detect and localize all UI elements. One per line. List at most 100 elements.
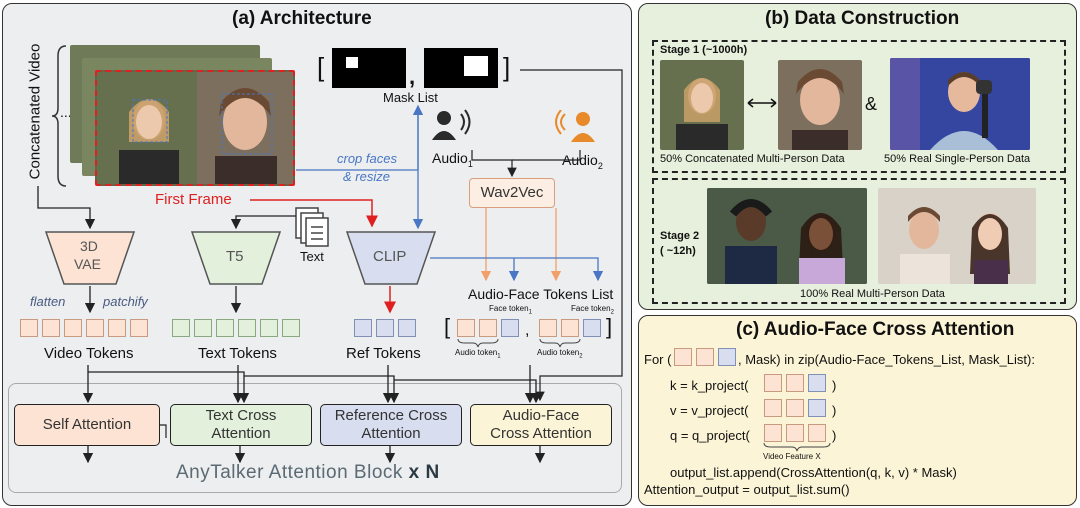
k-token [764, 374, 782, 392]
vae-label-line1: 3D [80, 238, 98, 254]
q-token [808, 424, 826, 442]
face-token-1-label: Face token1 [489, 304, 532, 316]
video-token [42, 319, 60, 337]
bidirectional-arrow-icon [747, 98, 777, 108]
t5-label: T5 [226, 248, 244, 265]
mask-2 [424, 48, 498, 88]
video-token [20, 319, 38, 337]
vae-label-line2: VAE [74, 256, 101, 272]
ref-token [376, 319, 394, 337]
ellipsis: ... [60, 104, 72, 120]
stage1-single-photo [890, 58, 1030, 150]
af-bracket-open: [ [444, 314, 451, 339]
k-project-line: k = k_project( [670, 378, 749, 393]
for-line-prefix: For ( [644, 352, 672, 367]
text-token [216, 319, 234, 337]
stage-1-box [652, 40, 1066, 173]
v-close: ) [832, 403, 837, 418]
audio-1-label: Audio1 [432, 150, 473, 169]
resize-label: & resize [343, 169, 390, 184]
ref-token [398, 319, 416, 337]
audio-token-2-label: Audio token2 [537, 348, 583, 360]
text-token [172, 319, 190, 337]
mask-comma: , [409, 64, 416, 89]
q-token [764, 424, 782, 442]
ref-token [354, 319, 372, 337]
ampersand: & [865, 94, 878, 114]
cross-attention-panel [638, 315, 1077, 506]
audio-token [561, 319, 579, 337]
mask-bracket-open: [ [317, 52, 325, 82]
document-icon [295, 207, 329, 247]
data-construction-title: (b) Data Construction [765, 8, 960, 29]
stage-2-box [652, 178, 1066, 304]
audio-face-tokens-list-label: Audio-Face Tokens List [468, 286, 614, 302]
stage1-concat-photo-1 [660, 60, 744, 150]
stage1-left-caption: 50% Concatenated Multi-Person Data [660, 153, 845, 165]
clip-label: CLIP [373, 248, 407, 265]
k-token [786, 374, 804, 392]
audio-token [539, 319, 557, 337]
video-token [64, 319, 82, 337]
flatten-label: flatten [30, 294, 66, 309]
audio-token [479, 319, 497, 337]
stage-2-label-line2: ( ~12h) [660, 245, 696, 257]
cross-attention-title: (c) Audio-Face Cross Attention [736, 319, 1015, 340]
k-token [808, 374, 826, 392]
speaker-2-icon [555, 110, 595, 142]
architecture-title: (a) Architecture [232, 8, 372, 29]
video-token [108, 319, 126, 337]
wav2vec-box: Wav2Vec [469, 178, 555, 208]
clip-encoder [345, 231, 437, 285]
crop-faces-label: crop faces [337, 151, 397, 166]
audio-token-1-label: Audio token1 [455, 348, 501, 360]
audio-token [457, 319, 475, 337]
stage2-photo-2 [878, 188, 1036, 284]
t5-encoder [190, 231, 282, 285]
v-project-line: v = v_project( [670, 403, 749, 418]
text-token [260, 319, 278, 337]
q-token [786, 424, 804, 442]
stage1-concat-photo-2-image [792, 69, 848, 150]
video-token [130, 319, 148, 337]
stage2-photo-1-image [707, 188, 867, 284]
text-token [238, 319, 256, 337]
append-line: output_list.append(CrossAttention(q, k, … [670, 465, 957, 480]
v-token [808, 399, 826, 417]
stage2-photo-1 [707, 188, 867, 284]
face-token [583, 319, 601, 337]
mask-1 [332, 48, 406, 88]
text-doc-label: Text [300, 249, 324, 264]
code-face-token [718, 348, 736, 366]
output-line: Attention_output = output_list.sum() [644, 482, 850, 497]
reference-cross-attention-block: Reference Cross Attention [320, 404, 462, 446]
stage2-caption: 100% Real Multi-Person Data [800, 288, 945, 300]
stage2-photo-2-image [878, 188, 1036, 284]
q-close: ) [832, 428, 837, 443]
concatenated-video-image [97, 72, 293, 184]
self-attention-block: Self Attention [14, 404, 160, 446]
concatenated-video-label: Concatenated Video [26, 43, 44, 180]
face-token [501, 319, 519, 337]
video-feature-brace [763, 442, 831, 452]
speaker-1-icon [432, 109, 471, 140]
stage1-right-caption: 50% Real Single-Person Data [884, 153, 1031, 165]
stage-2-label-line1: Stage 2 [660, 230, 700, 242]
first-frame-label: First Frame [155, 191, 232, 208]
audio-2-label: Audio2 [562, 152, 603, 171]
vae-encoder [44, 231, 136, 285]
audio-face-cross-attention-block: Audio-Face Cross Attention [470, 404, 612, 446]
patchify-label: patchify [103, 294, 148, 309]
for-line-suffix: , Mask) in zip(Audio-Face_Tokens_List, M… [738, 352, 1035, 367]
code-audio-token [696, 348, 714, 366]
text-cross-attention-block: Text Cross Attention [170, 404, 312, 446]
stage-1-label: Stage 1 (~1000h) [660, 44, 748, 56]
text-tokens-label: Text Tokens [198, 345, 277, 362]
v-token [764, 399, 782, 417]
video-brace [52, 45, 67, 187]
mask-bracket-close: ] [503, 52, 511, 82]
ref-tokens-label: Ref Tokens [346, 345, 421, 362]
attention-block-label: AnyTalker Attention Block x N [176, 462, 440, 483]
k-close: ) [832, 378, 837, 393]
stage1-single-photo-image [890, 58, 1030, 150]
